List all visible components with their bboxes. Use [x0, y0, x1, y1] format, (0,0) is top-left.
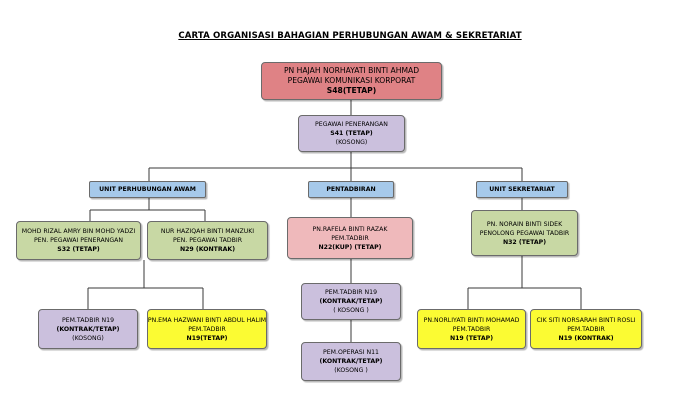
head-box: PN HAJAH NORHAYATI BINTI AHMAD PEGAWAI K… [261, 62, 442, 100]
ema-box: PN.EMA HAZWANI BINTI ABDUL HALIM PEM.TAD… [147, 309, 267, 349]
ema-grade: N19(TETAP) [186, 334, 228, 342]
pegawai-penerangan-status: (KOSONG) [335, 139, 368, 146]
norain-box: PN. NORAIN BINTI SIDEK PENOLONG PEGAWAI … [471, 210, 578, 256]
pem-tadbir-left-status: (KONTRAK/TETAP) [56, 325, 120, 333]
ema-position: PEM.TADBIR [188, 325, 226, 333]
mohd-rizal-name: MOHD RIZAL AMRY BIN MOHD YADZI [21, 228, 136, 235]
rafela-box: PN.RAFELA BINTI RAZAK PEM.TADBIR N22(KUP… [287, 217, 413, 259]
nur-haziqah-grade: N29 (KONTRAK) [179, 246, 236, 253]
nur-haziqah-box: NUR HAZIQAH BINTI MANZUKI PEN. PEGAWAI T… [147, 221, 268, 260]
pem-tadbir-left-title: PEM.TADBIR N19 [61, 316, 115, 324]
pem-tadbir-mid-box: PEM.TADBIR N19 (KONTRAK/TETAP) ( KOSONG … [301, 283, 401, 320]
pem-tadbir-left-vacancy: (KOSONG) [72, 334, 104, 342]
noriyati-grade: N19 (TETAP) [449, 334, 494, 342]
pegawai-penerangan-box: PEGAWAI PENERANGAN S41 (TETAP) (KOSONG) [298, 115, 405, 152]
pem-tadbir-mid-title: PEM.TADBIR N19 [324, 289, 378, 296]
noriyati-position: PEM.TADBIR [452, 325, 491, 333]
rafela-name: PN.RAFELA BINTI RAZAK [312, 225, 388, 233]
norain-grade: N32 (TETAP) [502, 238, 547, 246]
mohd-rizal-box: MOHD RIZAL AMRY BIN MOHD YADZI PEN. PEGA… [16, 221, 141, 260]
pem-operasi-box: PEM.OPERASI N11 (KONTRAK/TETAP) (KOSONG … [301, 342, 401, 381]
nur-haziqah-position: PEN. PEGAWAI TADBIR [173, 237, 242, 244]
norsarah-grade: N19 (KONTRAK) [558, 334, 614, 342]
head-grade: S48(TETAP) [326, 86, 377, 95]
unit-sekretariat-header: UNIT SEKRETARIAT [476, 181, 568, 198]
pegawai-penerangan-title: PEGAWAI PENERANGAN [315, 121, 388, 128]
pentadbiran-header: PENTADBIRAN [308, 181, 394, 198]
chart-title: CARTA ORGANISASI BAHAGIAN PERHUBUNGAN AW… [178, 31, 522, 41]
nur-haziqah-name: NUR HAZIQAH BINTI MANZUKI [160, 228, 255, 235]
norain-position: PENOLONG PEGAWAI TADBIR [479, 229, 570, 237]
head-name: PN HAJAH NORHAYATI BINTI AHMAD [283, 66, 420, 75]
pem-tadbir-mid-status: (KONTRAK/TETAP) [319, 298, 383, 305]
rafela-grade: N22(KUP) (TETAP) [318, 243, 382, 251]
pem-tadbir-mid-vacancy: ( KOSONG ) [333, 307, 369, 314]
pegawai-penerangan-grade: S41 (TETAP) [330, 130, 373, 137]
rafela-position: PEM.TADBIR [331, 234, 369, 242]
unit-sekretariat-label: UNIT SEKRETARIAT [489, 186, 555, 193]
head-position: PEGAWAI KOMUNIKASI KORPORAT [287, 76, 416, 85]
pem-tadbir-left-box: PEM.TADBIR N19 (KONTRAK/TETAP) (KOSONG) [38, 309, 138, 349]
norsarah-box: CIK SITI NORSARAH BINTI ROSLI PEM.TADBIR… [530, 309, 642, 349]
norsarah-position: PEM.TADBIR [567, 325, 605, 333]
norain-name: PN. NORAIN BINTI SIDEK [486, 220, 563, 228]
noriyati-name: PN.NORLIYATI BINTI MOHAMAD [423, 316, 520, 324]
pentadbiran-label: PENTADBIRAN [326, 186, 376, 193]
pem-operasi-vacancy: (KOSONG ) [334, 367, 368, 374]
norsarah-name: CIK SITI NORSARAH BINTI ROSLI [536, 316, 636, 324]
ema-name: PN.EMA HAZWANI BINTI ABDUL HALIM [147, 316, 267, 324]
pem-operasi-status: (KONTRAK/TETAP) [319, 358, 383, 365]
pem-operasi-title: PEM.OPERASI N11 [323, 349, 379, 356]
noriyati-box: PN.NORLIYATI BINTI MOHAMAD PEM.TADBIR N1… [417, 309, 526, 349]
mohd-rizal-grade: S32 (TETAP) [57, 246, 100, 253]
unit-perhubungan-awam-header: UNIT PERHUBUNGAN AWAM [89, 181, 206, 198]
unit-perhubungan-awam-label: UNIT PERHUBUNGAN AWAM [99, 186, 196, 193]
mohd-rizal-position: PEN. PEGAWAI PENERANGAN [33, 237, 124, 244]
